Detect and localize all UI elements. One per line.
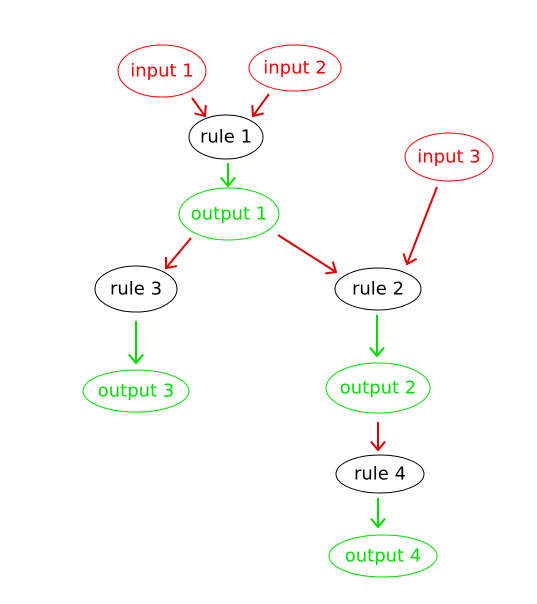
edge-input-3-to-rule-2 [402, 186, 438, 266]
node-rule-3: rule 3 [94, 265, 178, 313]
edge-output-1-to-rule-2 [277, 234, 338, 275]
node-rule-1-label: rule 1 [200, 127, 252, 148]
arrowhead-icon [251, 104, 264, 118]
node-input-1: input 1 [117, 44, 207, 98]
node-output-3-label: output 3 [98, 381, 175, 402]
node-output-1-shape [178, 187, 280, 241]
edge-line [191, 97, 206, 117]
node-input-2: input 2 [248, 44, 342, 92]
arrowhead-icon [194, 104, 207, 118]
node-rule-4: rule 4 [335, 454, 425, 494]
node-rule-2-shape [334, 267, 422, 311]
node-rule-1: rule 1 [188, 114, 264, 160]
node-output-2: output 2 [325, 362, 431, 414]
node-output-4-shape [328, 534, 438, 578]
node-output-2-label: output 2 [340, 378, 417, 399]
node-output-4-label: output 4 [345, 546, 422, 567]
node-output-2-shape [325, 362, 431, 414]
arrowhead-icon [128, 353, 144, 365]
node-rule-3-label: rule 3 [110, 279, 162, 300]
node-input-3: input 3 [404, 132, 494, 182]
node-output-1-label: output 1 [191, 204, 268, 225]
arrowhead-icon [370, 517, 386, 529]
node-rule-2-label: rule 2 [352, 279, 404, 300]
node-output-4: output 4 [328, 534, 438, 578]
node-input-1-label: input 1 [130, 61, 193, 82]
arrowhead-icon [324, 261, 338, 275]
edge-rule-1-to-output-1 [220, 163, 236, 188]
edges-layer [128, 93, 438, 529]
edge-input-2-to-rule-1 [251, 93, 270, 118]
edge-line [252, 93, 270, 117]
edge-output-1-to-rule-3 [164, 237, 192, 270]
node-rule-4-shape [335, 454, 425, 494]
edge-rule-2-to-output-2 [369, 315, 385, 358]
arrowhead-icon [220, 176, 236, 188]
node-input-3-label: input 3 [417, 147, 480, 168]
node-input-2-label: input 2 [263, 58, 326, 79]
node-input-1-shape [117, 44, 207, 98]
edge-rule-4-to-output-4 [370, 498, 386, 529]
arrowhead-icon [402, 253, 418, 266]
node-output-1: output 1 [178, 187, 280, 241]
arrowhead-icon [370, 440, 386, 452]
node-input-2-shape [248, 44, 342, 92]
edge-line [165, 237, 192, 269]
node-output-3: output 3 [82, 369, 190, 413]
node-rule-4-label: rule 4 [354, 464, 406, 485]
node-rule-1-shape [188, 114, 264, 160]
edge-output-2-to-rule-4 [370, 422, 386, 452]
node-rule-3-shape [94, 265, 178, 313]
node-rule-2: rule 2 [334, 267, 422, 311]
arrowhead-icon [164, 256, 178, 270]
edge-rule-3-to-output-3 [128, 321, 144, 365]
node-input-3-shape [404, 132, 494, 182]
edge-line [277, 234, 337, 273]
edge-line [406, 186, 438, 265]
arrowhead-icon [369, 346, 385, 358]
node-output-3-shape [82, 369, 190, 413]
edge-input-1-to-rule-1 [191, 97, 207, 118]
